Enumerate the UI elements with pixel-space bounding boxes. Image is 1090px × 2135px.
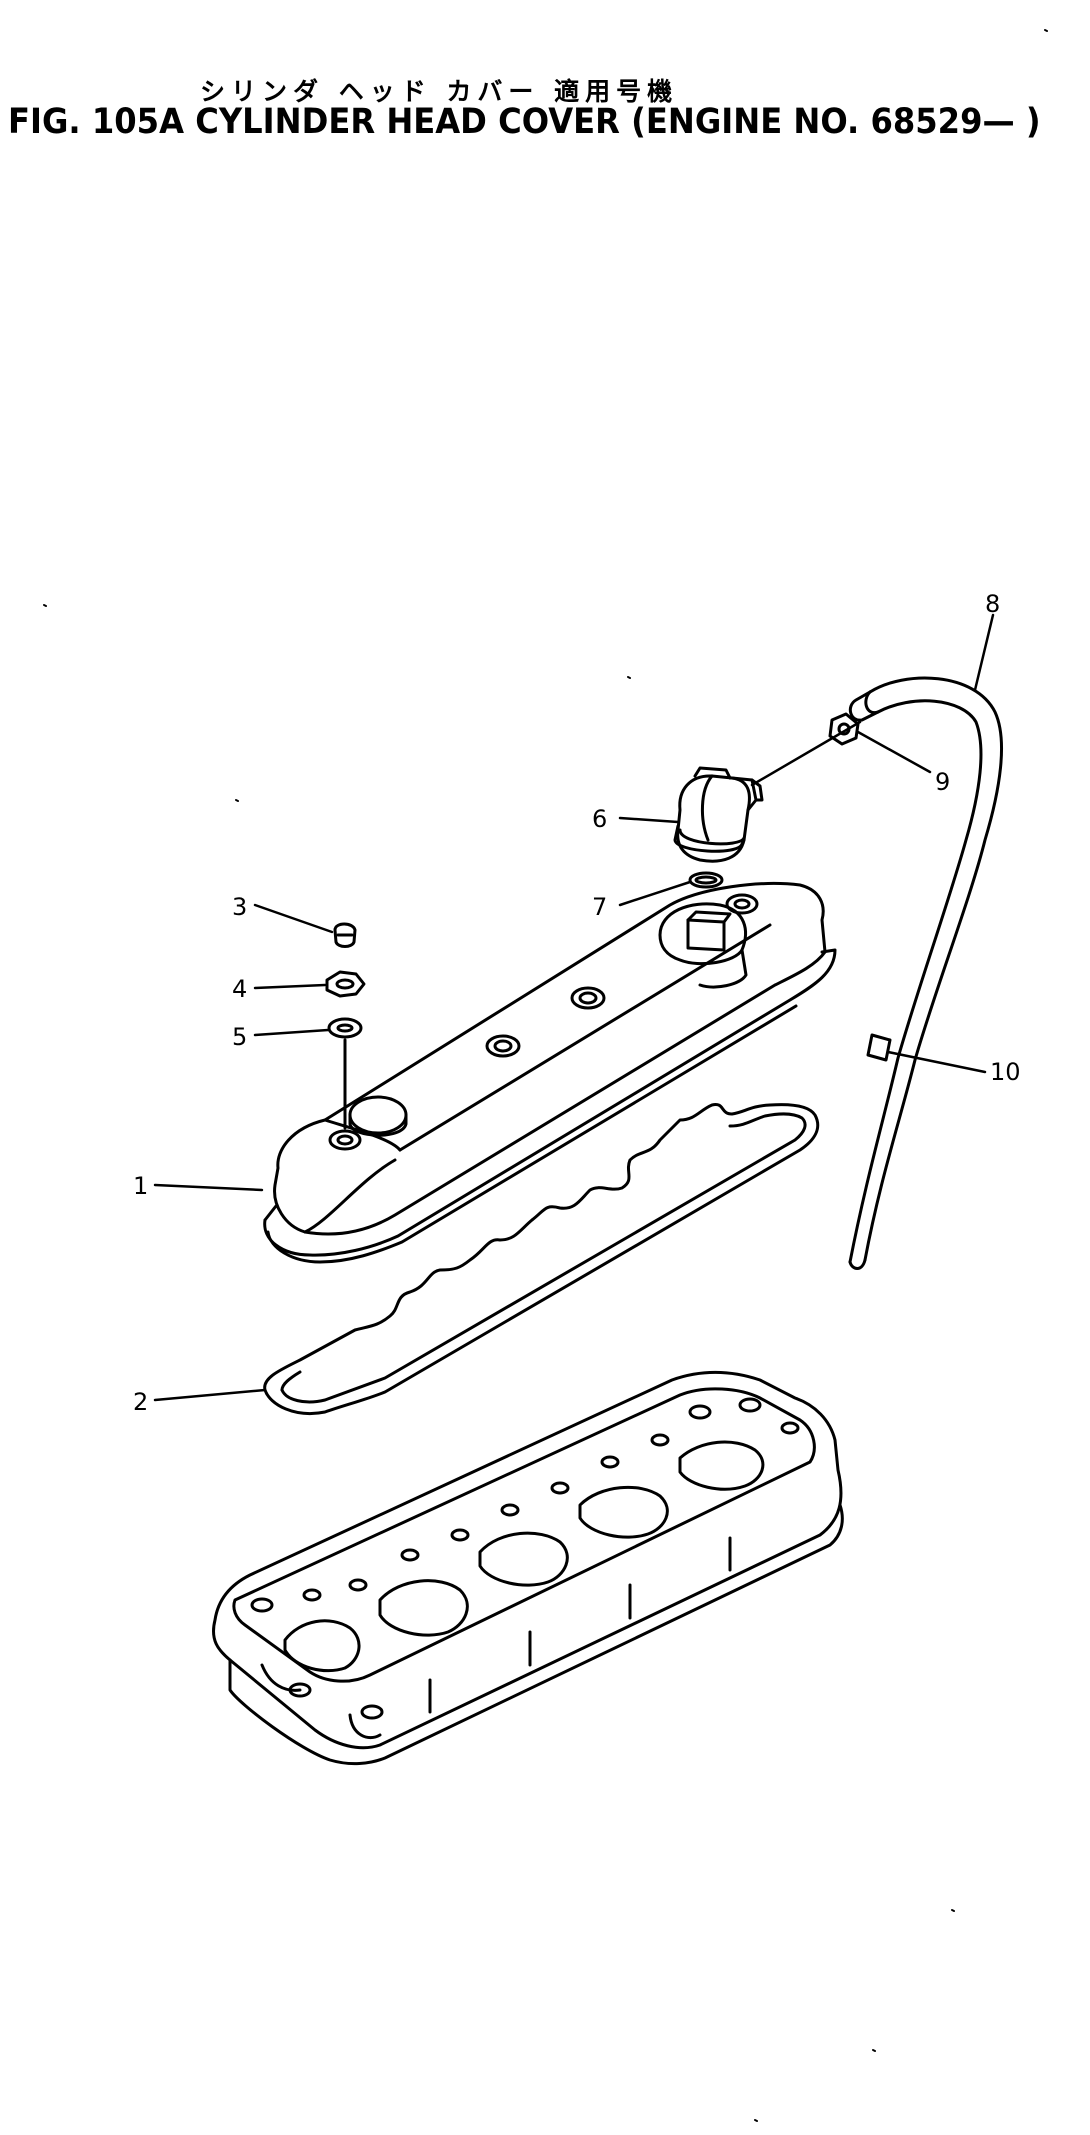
cover-washer <box>327 1017 363 1039</box>
leader-6 <box>618 816 680 824</box>
callout-10: 10 <box>990 1058 1021 1086</box>
cylinder-head-cover <box>263 882 837 1264</box>
leader-3 <box>253 903 334 934</box>
callout-7: 7 <box>592 893 607 921</box>
leader-4 <box>253 983 327 990</box>
callout-9: 9 <box>935 768 950 796</box>
breather-cap <box>673 766 764 863</box>
callout-labels: 1 2 3 4 5 6 7 8 9 10 <box>133 590 1021 1416</box>
leader-1 <box>153 1183 264 1192</box>
leader-5 <box>253 1028 330 1037</box>
callout-5: 5 <box>232 1023 247 1051</box>
leader-hose-to-cap <box>750 720 862 787</box>
title-japanese: シリンダ ヘッド カバー 適用号機 <box>200 77 679 106</box>
callout-3: 3 <box>232 893 247 921</box>
callout-8: 8 <box>985 590 1000 618</box>
leader-9 <box>856 730 932 774</box>
leader-lines <box>153 613 995 1402</box>
cover-nut <box>325 970 366 998</box>
figure-title: FIG. 105A CYLINDER HEAD COVER (ENGINE NO… <box>8 102 1041 142</box>
o-ring <box>688 871 724 889</box>
leader-7 <box>618 880 692 907</box>
breather-hose <box>848 676 1004 1270</box>
cylinder-head <box>212 1371 844 1766</box>
cover-bolt <box>333 922 357 948</box>
callout-2: 2 <box>133 1388 148 1416</box>
callout-1: 1 <box>133 1172 148 1200</box>
leader-2 <box>153 1388 267 1402</box>
cover-gasket <box>263 1103 820 1415</box>
callout-4: 4 <box>232 975 247 1003</box>
leader-8 <box>973 613 995 692</box>
leader-10 <box>886 1050 987 1074</box>
callout-6: 6 <box>592 805 607 833</box>
